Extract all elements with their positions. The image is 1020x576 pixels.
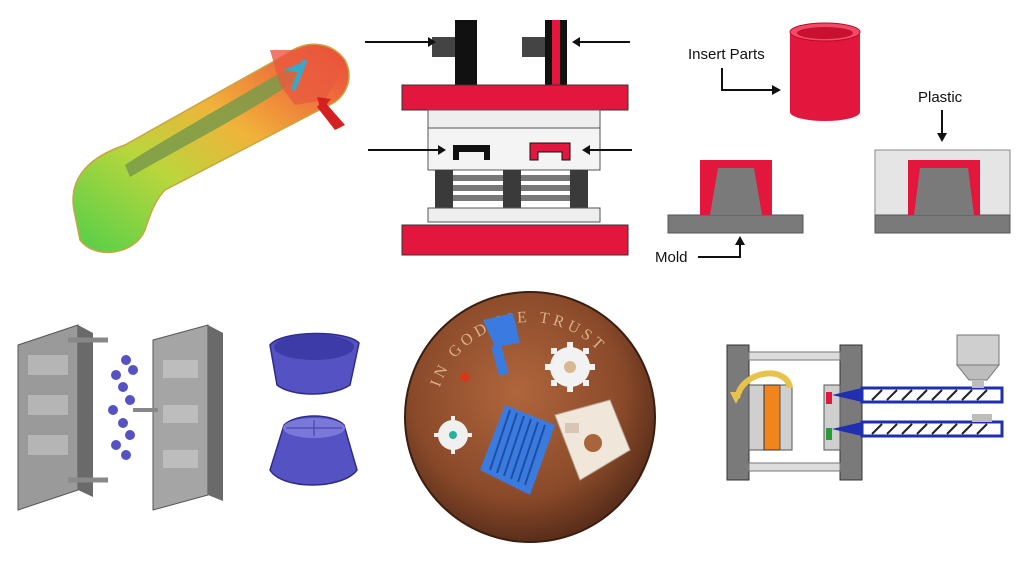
white-block-part bbox=[554, 399, 631, 481]
injection-machine-diagram bbox=[722, 330, 1012, 485]
barrel-lower bbox=[832, 420, 1004, 438]
first-shot-cavity bbox=[453, 145, 490, 160]
blue-comb-part bbox=[480, 405, 555, 495]
left-injection-nozzle bbox=[432, 20, 477, 100]
red-micro-part bbox=[460, 372, 470, 382]
insert-molding-diagram: Insert Parts Mold Plastic bbox=[650, 10, 1015, 270]
bottom-clamp-plate bbox=[401, 224, 629, 256]
white-gear-large bbox=[545, 342, 595, 392]
ejector-stack bbox=[435, 170, 588, 208]
cup-bottom bbox=[269, 415, 358, 486]
rotation-arrow bbox=[734, 370, 793, 399]
two-shot-mold-diagram bbox=[360, 15, 640, 260]
top-clamp-plate bbox=[401, 84, 629, 111]
fixed-platen bbox=[839, 344, 863, 481]
blue-micro-part bbox=[483, 313, 520, 376]
plastic-label: Plastic bbox=[918, 89, 963, 106]
molded-parts-cluster bbox=[108, 355, 138, 460]
mold-label: Mold bbox=[655, 249, 688, 266]
molded-cups-panel bbox=[262, 325, 367, 500]
barrel-upper bbox=[832, 386, 1004, 404]
multi-cavity-mold-panel bbox=[8, 315, 258, 515]
material-hopper bbox=[955, 334, 1001, 388]
insert-parts-label: Insert Parts bbox=[688, 46, 765, 63]
simulation-handle-panel bbox=[55, 15, 355, 265]
mold-with-insert bbox=[667, 160, 804, 234]
white-gear-small bbox=[434, 416, 472, 454]
overmolded-part bbox=[874, 149, 1011, 234]
second-shot-cavity bbox=[529, 142, 571, 161]
moving-platen bbox=[726, 344, 750, 481]
insert-part-cylinder bbox=[789, 22, 861, 121]
heat-map-handle-image bbox=[72, 43, 350, 254]
cup-top bbox=[269, 332, 360, 395]
mold-half-right bbox=[133, 324, 223, 511]
micro-parts-on-coin-panel: IN GOD WE TRUST bbox=[395, 285, 665, 550]
rotating-core bbox=[763, 384, 781, 451]
mold-half-left bbox=[17, 324, 108, 511]
